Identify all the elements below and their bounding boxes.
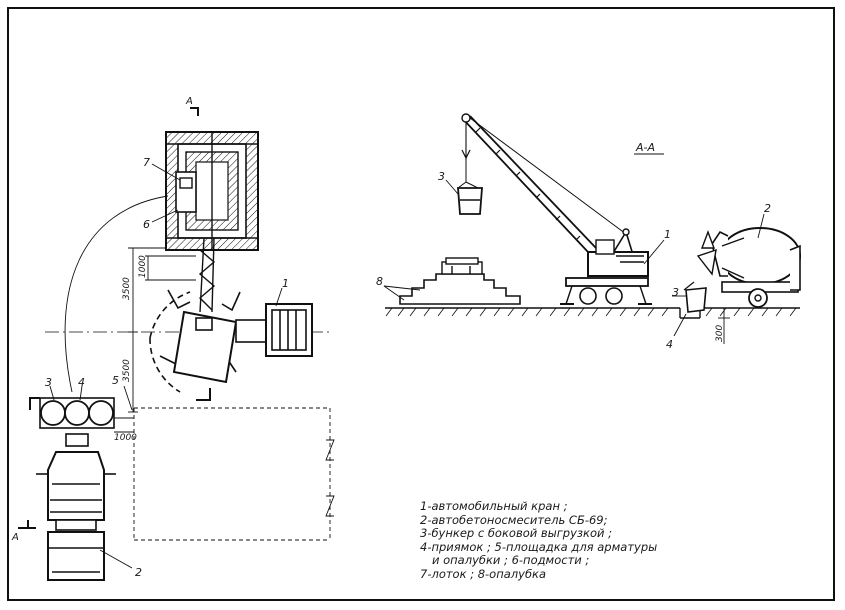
mixer-truck-plan bbox=[36, 433, 116, 581]
legend-line-6: 7-лоток ; 8-опалубка bbox=[420, 566, 547, 581]
label-1-section: 1 bbox=[664, 228, 671, 241]
label-3-plan: 3 bbox=[45, 376, 52, 389]
hoppers-plan bbox=[29, 397, 134, 433]
label-1-plan: 1 bbox=[282, 277, 289, 290]
label-3-hook: 3 bbox=[438, 170, 445, 183]
label-8-section: 8 bbox=[376, 275, 383, 288]
label-6-plan: 6 bbox=[143, 218, 150, 231]
label-5-plan: 5 bbox=[112, 374, 119, 387]
crane-plan bbox=[149, 289, 313, 401]
dim-3500-bottom: 3500 bbox=[122, 359, 132, 382]
platform-area bbox=[133, 407, 335, 541]
label-3-pit: 3 bbox=[672, 286, 679, 299]
label-2-section: 2 bbox=[764, 202, 771, 215]
legend-line-4: 4-приямок ; 5-площадка для арматуры bbox=[420, 539, 658, 554]
formwork-block bbox=[165, 131, 259, 251]
label-4-section: 4 bbox=[666, 338, 673, 351]
legend: 1-автомобильный кран ; 2-автобетоносмеси… bbox=[420, 499, 750, 581]
mixer-truck-section bbox=[696, 227, 801, 308]
dim-1000-top: 1000 bbox=[138, 255, 148, 278]
section-mark-top: А bbox=[185, 96, 193, 107]
crane-section bbox=[461, 113, 652, 305]
dim-1000-bottom: 1000 bbox=[114, 433, 137, 443]
section-mark-bottom: А bbox=[11, 532, 19, 543]
dim-3500-top: 3500 bbox=[122, 277, 132, 300]
legend-line-3: 3-бункер с боковой выгрузкой ; bbox=[420, 526, 612, 540]
hoisted-bucket bbox=[457, 181, 483, 215]
formwork-section bbox=[399, 257, 521, 305]
legend-line-5: и опалубки ; 6-подмости ; bbox=[432, 553, 590, 567]
label-2-plan: 2 bbox=[135, 566, 142, 579]
sheet-frame bbox=[7, 7, 835, 601]
section-view bbox=[383, 113, 801, 344]
legend-line-2: 2-автобетоносмеситель СБ-69; bbox=[420, 512, 608, 527]
label-7-plan: 7 bbox=[143, 156, 150, 169]
plan-view bbox=[18, 107, 335, 581]
dim-300: 300 bbox=[715, 325, 725, 342]
pit-bucket bbox=[683, 281, 707, 313]
label-4-plan: 4 bbox=[78, 376, 85, 389]
section-title: А-А bbox=[635, 141, 655, 154]
legend-line-1: 1-автомобильный кран ; bbox=[420, 499, 568, 513]
